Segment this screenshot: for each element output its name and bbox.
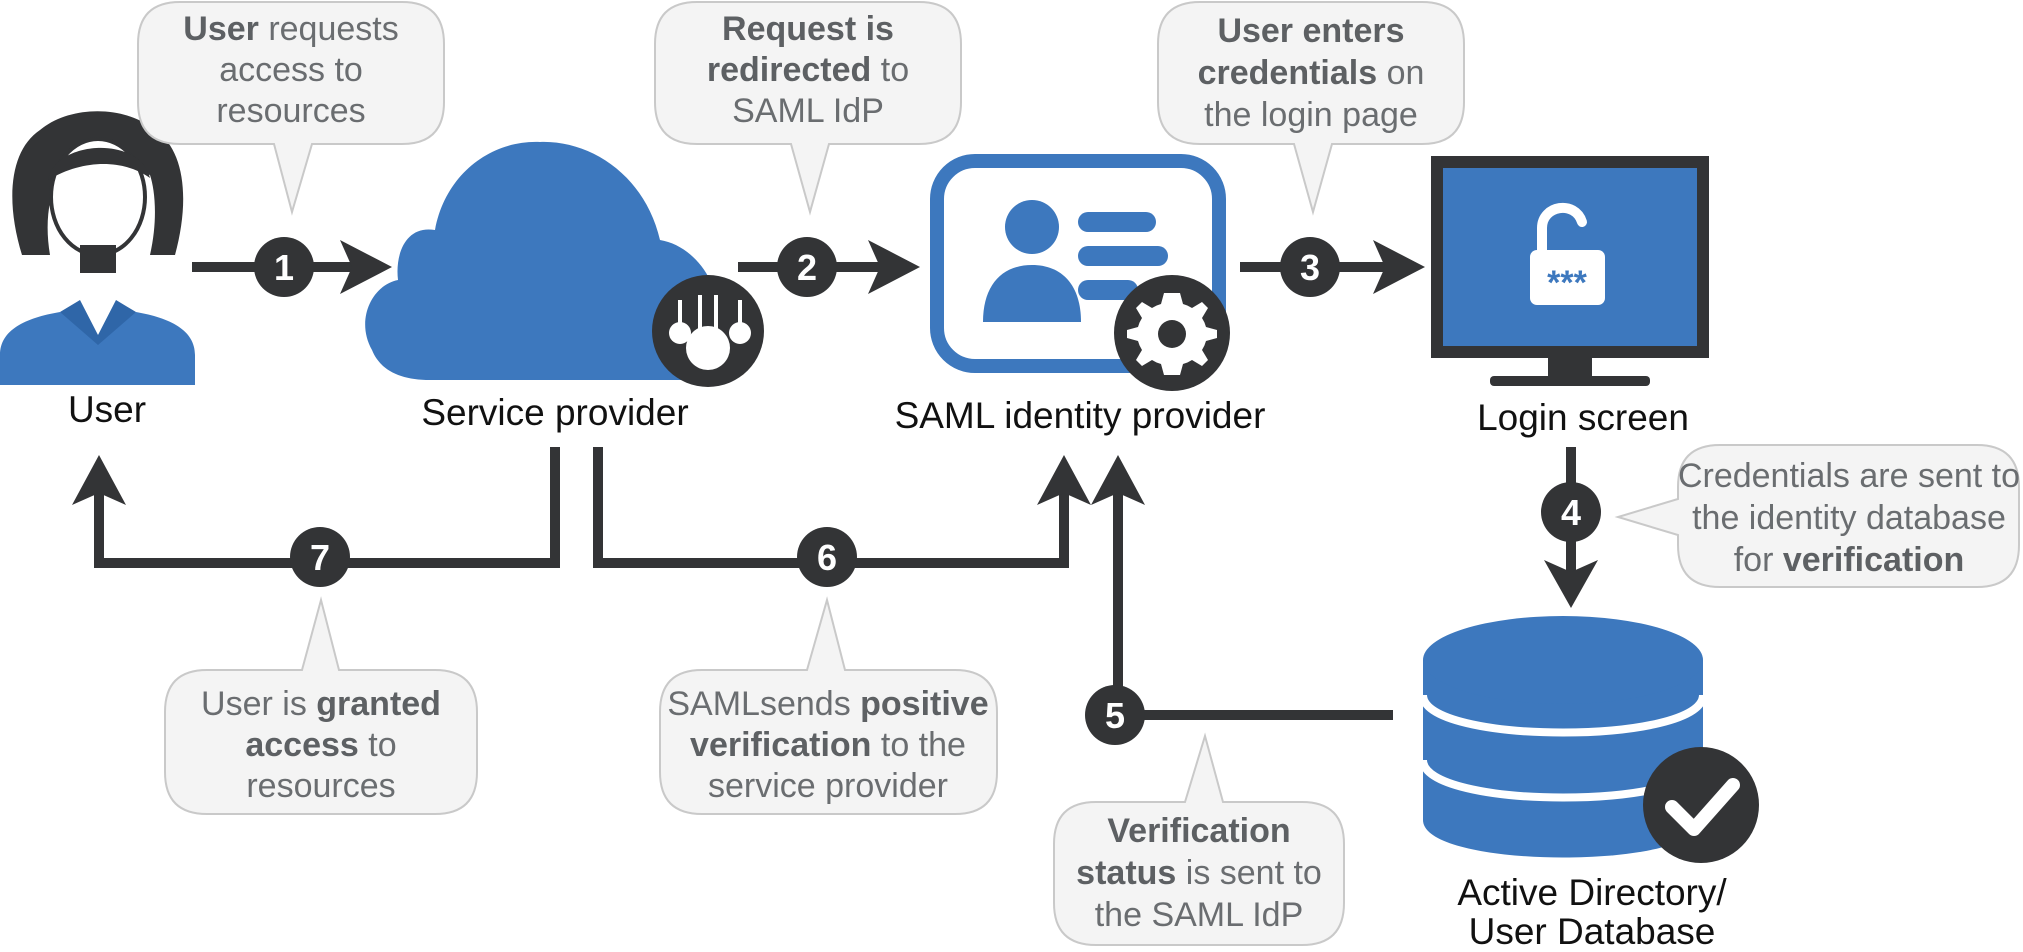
svg-text:resources: resources	[246, 767, 395, 805]
database-icon	[1419, 616, 1707, 858]
database-label-line2: User Database	[1469, 911, 1716, 947]
svg-text:the identity database: the identity database	[1692, 499, 2006, 537]
svg-text:Credentials are sent to: Credentials are sent to	[1678, 457, 2020, 495]
step-badge-6: 6	[797, 527, 857, 587]
svg-text:resources: resources	[216, 92, 365, 130]
svg-text:3: 3	[1300, 247, 1320, 288]
svg-text:for verification: for verification	[1734, 541, 1965, 579]
user-label: User	[68, 389, 146, 430]
svg-text:User requests: User requests	[183, 10, 398, 48]
arrowhead-6	[1037, 455, 1091, 505]
svg-text:access to: access to	[245, 726, 396, 764]
gear-icon	[1114, 275, 1230, 391]
step-badge-4: 4	[1541, 482, 1601, 542]
callout-step-1: User requests access to resources	[137, 1, 445, 216]
cloud-icon	[365, 141, 721, 380]
arrow-5	[1113, 490, 1393, 720]
step-badge-2: 2	[777, 237, 837, 297]
svg-text:1: 1	[274, 247, 294, 288]
svg-text:credentials on: credentials on	[1198, 54, 1425, 92]
login-screen-label: Login screen	[1477, 397, 1689, 438]
step-badge-7: 7	[290, 527, 350, 587]
arrowheads	[72, 240, 1598, 608]
svg-text:5: 5	[1105, 695, 1125, 736]
svg-text:SAMLsends positive: SAMLsends positive	[667, 685, 988, 723]
checkmark-badge-icon	[1643, 747, 1759, 863]
svg-text:status is sent to: status is sent to	[1076, 854, 1322, 892]
svg-text:2: 2	[797, 247, 817, 288]
svg-text:the login page: the login page	[1204, 96, 1418, 134]
arrowhead-1	[340, 240, 392, 294]
svg-text:User is granted: User is granted	[201, 685, 441, 723]
step-badge-5: 5	[1085, 685, 1145, 745]
callout-step-6: SAMLsends positive verification to the s…	[659, 596, 998, 815]
id-card-icon	[930, 154, 1226, 373]
svg-text:7: 7	[310, 537, 330, 578]
user-icon	[0, 111, 195, 385]
svg-text:Request is: Request is	[722, 10, 894, 48]
callout-step-2: Request is redirected to SAML IdP	[654, 1, 962, 216]
monitor-lock-icon: ***	[1431, 156, 1709, 386]
callout-step-4: Credentials are sent to the identity dat…	[1614, 444, 2020, 588]
arrowhead-5	[1091, 455, 1145, 505]
arrowhead-2	[868, 240, 920, 294]
idp-label: SAML identity provider	[895, 395, 1266, 436]
callout-step-3: User enters credentials on the login pag…	[1157, 1, 1465, 216]
arrowhead-7	[72, 455, 126, 505]
svg-text:SAML IdP: SAML IdP	[732, 92, 884, 130]
svg-text:verification to the: verification to the	[690, 726, 966, 764]
svg-text:service provider: service provider	[708, 767, 948, 805]
callout-step-7: User is granted access to resources	[164, 596, 478, 815]
svg-text:the SAML IdP: the SAML IdP	[1095, 896, 1304, 934]
svg-text:6: 6	[817, 537, 837, 578]
arrowhead-3	[1373, 240, 1425, 294]
svg-text:***: ***	[1547, 264, 1587, 302]
network-hub-icon	[652, 275, 764, 387]
svg-text:redirected to: redirected to	[707, 51, 909, 89]
svg-text:User enters: User enters	[1217, 12, 1404, 50]
callout-step-5: Verification status is sent to the SAML …	[1053, 732, 1345, 946]
service-provider-label: Service provider	[421, 392, 688, 433]
step-badge-1: 1	[254, 237, 314, 297]
svg-text:access to: access to	[219, 51, 363, 89]
svg-text:4: 4	[1561, 492, 1581, 533]
svg-text:Verification: Verification	[1107, 812, 1290, 850]
step-badge-3: 3	[1280, 237, 1340, 297]
database-label-line1: Active Directory/	[1457, 872, 1727, 913]
arrowhead-4	[1544, 560, 1598, 608]
